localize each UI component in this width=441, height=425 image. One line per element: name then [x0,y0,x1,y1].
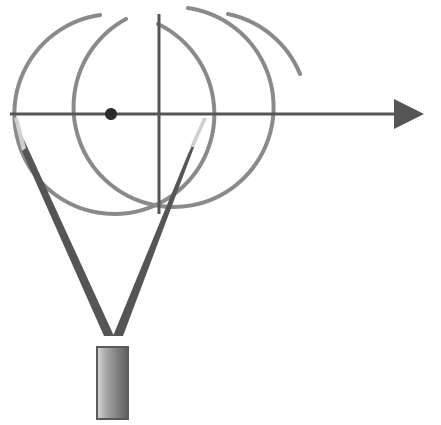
right-arm-highlight [190,118,207,147]
right-circle [74,8,274,207]
handle [97,347,128,419]
left-arm [14,118,114,336]
center-dot [105,108,117,120]
